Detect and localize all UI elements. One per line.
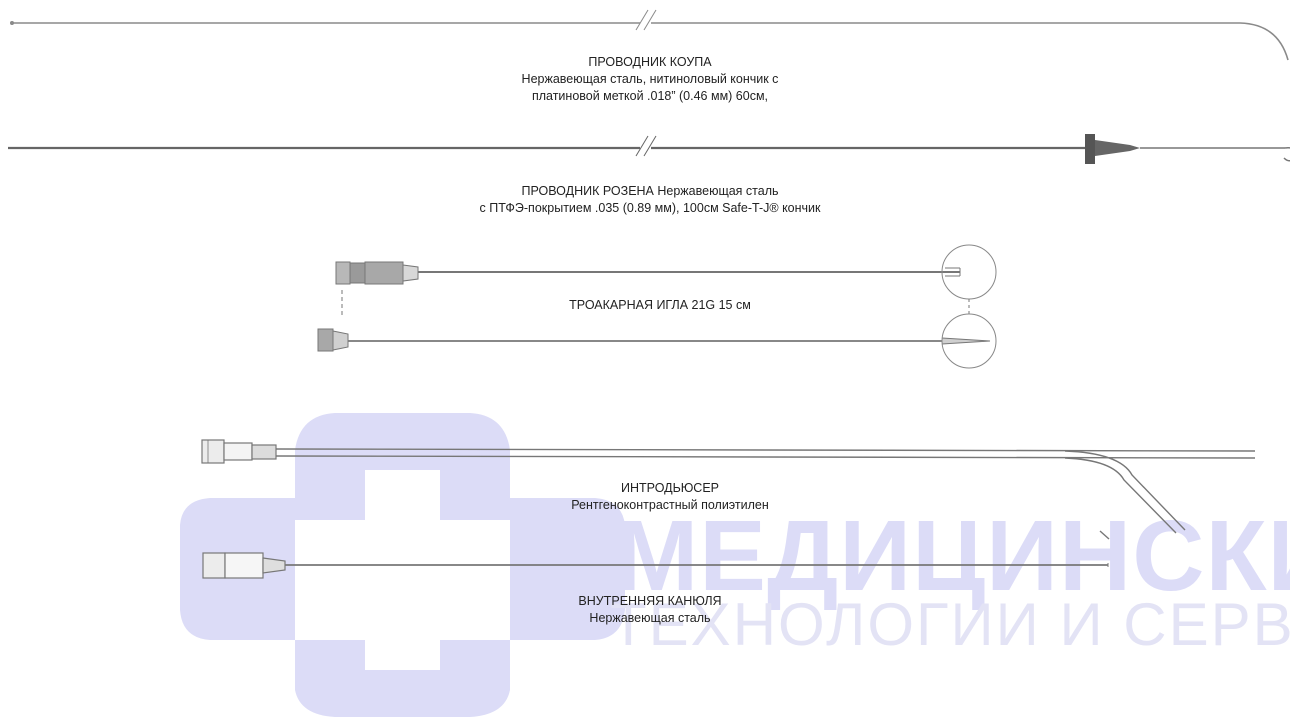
caption-line: ПРОВОДНИК РОЗЕНА Нержавеющая сталь: [521, 184, 779, 198]
caption-line: ТРОАКАРНАЯ ИГЛА 21G 15 см: [569, 298, 751, 312]
caption-introducer: ИНТРОДЬЮСЕР Рентгеноконтрастный полиэтил…: [510, 480, 830, 514]
watermark-text-secondary: ТЕХНОЛОГИИ И СЕРВИС: [610, 591, 1290, 658]
introducer-drawing: [201, 439, 1256, 540]
caption-trocar-needle: ТРОАКАРНАЯ ИГЛА 21G 15 см: [510, 297, 810, 314]
rosen-guidewire-drawing: [8, 134, 1290, 164]
caption-rosen-guidewire: ПРОВОДНИК РОЗЕНА Нержавеющая сталь с ПТФ…: [370, 183, 930, 217]
caption-line: ВНУТРЕННЯЯ КАНЮЛЯ: [578, 594, 722, 608]
inner-cannula-drawing: [202, 552, 1109, 579]
trocar-needle-drawing: [317, 244, 997, 369]
caption-line: с ПТФЭ-покрытием .035 (0.89 мм), 100см S…: [479, 201, 821, 215]
caption-line: Рентгеноконтрастный полиэтилен: [571, 498, 769, 512]
caption-line: Нержавеющая сталь, нитиноловый кончик с: [521, 72, 779, 86]
caption-line: Нержавеющая сталь: [589, 611, 711, 625]
caption-inner-cannula: ВНУТРЕННЯЯ КАНЮЛЯ Нержавеющая сталь: [500, 593, 800, 627]
caption-line: ИНТРОДЬЮСЕР: [620, 481, 720, 495]
coupe-guidewire-drawing: [10, 9, 1289, 61]
caption-line: ПРОВОДНИК КОУПА: [588, 55, 712, 69]
caption-coupe-guidewire: ПРОВОДНИК КОУПА Нержавеющая сталь, нитин…: [400, 54, 900, 105]
caption-line: платиновой меткой .018” (0.46 мм) 60см,: [531, 89, 769, 103]
